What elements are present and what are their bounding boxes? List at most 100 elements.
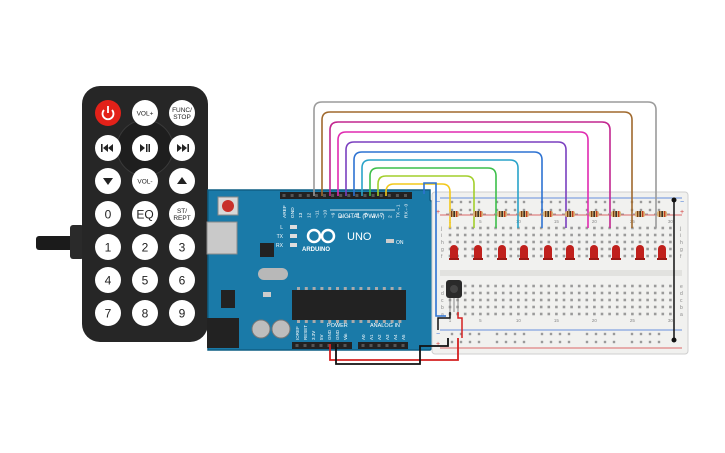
remote-button-label: 9 xyxy=(179,307,186,321)
header-pin xyxy=(404,194,407,197)
header-pin xyxy=(355,194,359,197)
resistor xyxy=(516,211,532,217)
on-label: ON xyxy=(396,240,404,246)
remote-button-func-stop[interactable]: FUNC/STOP xyxy=(169,100,195,126)
wire-led-10 xyxy=(385,183,451,228)
power-icon xyxy=(101,106,115,121)
remote-button-one[interactable]: 1 xyxy=(95,234,121,260)
arduino-logo xyxy=(306,228,336,244)
remote-button-label: 1 xyxy=(105,241,112,255)
row-letter: a xyxy=(441,312,444,318)
wire-5v-red xyxy=(329,338,459,361)
top-pin-label: ~11 xyxy=(314,210,320,218)
led xyxy=(497,245,507,260)
col-number: 20 xyxy=(592,219,598,224)
col-number: 30 xyxy=(668,219,674,224)
on-led xyxy=(386,239,394,243)
crystal xyxy=(258,268,288,280)
led xyxy=(473,245,483,260)
col-number: 20 xyxy=(592,318,598,323)
rail-bridge-end-top xyxy=(671,197,677,203)
arduino-model: UNO xyxy=(347,231,372,243)
regulator xyxy=(221,290,235,308)
remote-button-label: 8 xyxy=(142,307,149,321)
row-letter: g xyxy=(680,247,683,253)
capacitor-right xyxy=(271,319,291,339)
row-letter: a xyxy=(680,312,683,318)
remote-button-prev[interactable] xyxy=(95,135,121,161)
play-pause-icon xyxy=(140,144,150,152)
remote-button-vol-down[interactable]: VOL- xyxy=(132,168,158,194)
wire-ir-signal xyxy=(423,182,446,317)
remote-button-three[interactable]: 3 xyxy=(169,234,195,260)
remote-connector xyxy=(70,225,84,259)
reset-button[interactable] xyxy=(222,200,234,212)
row-letter: b xyxy=(680,305,683,311)
header-pin xyxy=(395,194,399,197)
status-led xyxy=(290,243,297,247)
row-letter: h xyxy=(441,240,444,246)
led xyxy=(611,245,621,260)
skip-forward-icon xyxy=(177,144,189,152)
power-pin-label: IOREF xyxy=(295,326,300,340)
remote-button-seven[interactable]: 7 xyxy=(95,300,121,326)
analog-pin-label: A1 xyxy=(369,334,374,340)
wires xyxy=(313,101,657,228)
col-number: 5 xyxy=(479,318,482,323)
ir-receiver-lens xyxy=(450,285,458,293)
remote-button-label: STOP xyxy=(173,114,191,121)
status-led xyxy=(290,234,297,238)
header-pin xyxy=(371,194,375,197)
remote-button-label: FUNC/ xyxy=(172,107,192,114)
wire-led-7 xyxy=(361,159,519,228)
remote-button-two[interactable]: 2 xyxy=(132,234,158,260)
remote-button-six[interactable]: 6 xyxy=(169,267,195,293)
wire-led-4 xyxy=(337,131,589,228)
header-pin xyxy=(323,194,326,197)
remote-button-st-rept[interactable]: ST/REPT xyxy=(169,201,195,227)
remote-button-label: 5 xyxy=(142,274,149,288)
remote-button-eq[interactable]: EQ xyxy=(132,201,158,227)
top-pin-label: 2 xyxy=(387,215,393,218)
col-number: 15 xyxy=(554,318,560,323)
header-pin xyxy=(314,194,318,197)
analog-pin-label: A4 xyxy=(393,334,398,340)
header-pin xyxy=(331,194,335,197)
col-number: 25 xyxy=(630,318,636,323)
capacitor-left xyxy=(251,319,271,339)
remote-button-label: 7 xyxy=(105,307,112,321)
col-number: 1 xyxy=(449,318,452,323)
top-pin-label: AREF xyxy=(282,205,288,218)
remote-button-play-pause[interactable] xyxy=(132,135,158,161)
led xyxy=(449,245,459,260)
row-letter: f xyxy=(680,254,682,260)
led xyxy=(565,245,575,260)
row-letter: d xyxy=(441,291,444,297)
resistor xyxy=(586,211,602,217)
led xyxy=(589,245,599,260)
header-pin xyxy=(387,194,391,197)
led xyxy=(635,245,645,260)
remote-button-eight[interactable]: 8 xyxy=(132,300,158,326)
remote-button-next[interactable] xyxy=(169,135,195,161)
usb-port xyxy=(206,221,238,255)
remote-button-nine[interactable]: 9 xyxy=(169,300,195,326)
remote-button-up[interactable] xyxy=(169,168,195,194)
resistor xyxy=(608,211,624,217)
top-pin-label: ~10 xyxy=(323,210,329,218)
remote-button-four[interactable]: 4 xyxy=(95,267,121,293)
remote-button-five[interactable]: 5 xyxy=(132,267,158,293)
remote-cable-stub xyxy=(36,236,80,250)
remote-button-down[interactable] xyxy=(95,168,121,194)
wire-led-5 xyxy=(345,141,567,228)
remote-button-vol-up[interactable]: VOL+ xyxy=(132,100,158,126)
wire-led-3 xyxy=(329,121,611,228)
header-pin xyxy=(363,194,367,197)
smd-component xyxy=(263,292,271,297)
power-pin-label: 3.3V xyxy=(311,331,316,340)
remote-button-power[interactable] xyxy=(95,100,121,126)
col-number: 10 xyxy=(516,318,522,323)
remote-button-zero[interactable]: 0 xyxy=(95,201,121,227)
resistor xyxy=(632,211,648,217)
